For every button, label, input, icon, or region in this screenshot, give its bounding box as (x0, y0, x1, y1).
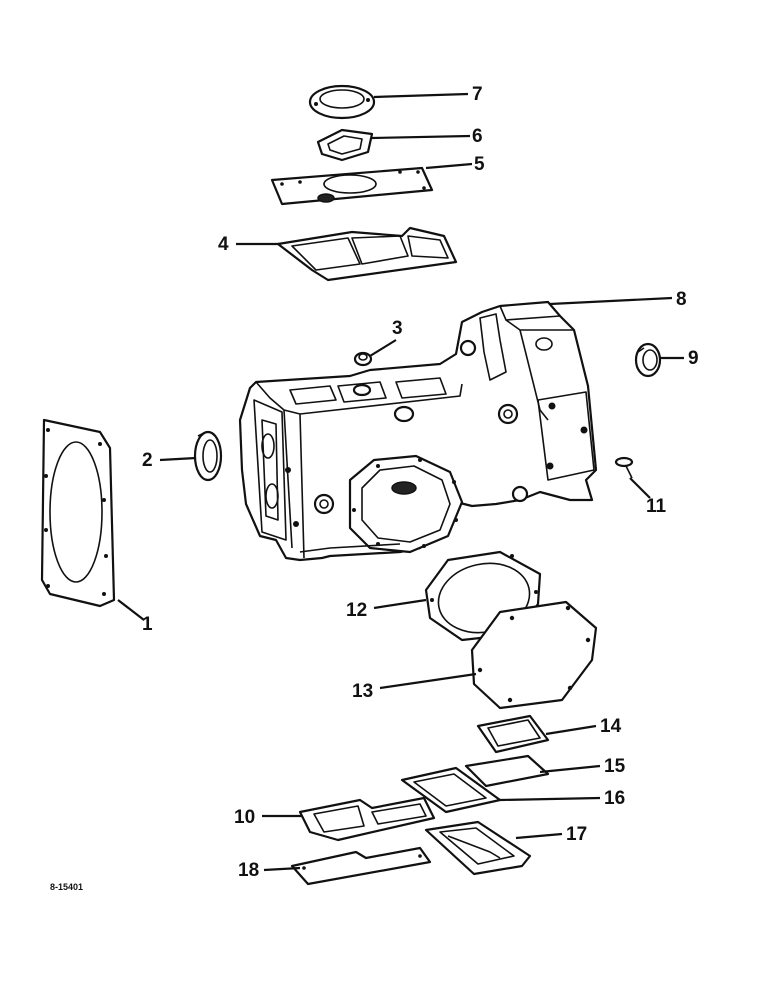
part-10-gasket[interactable] (298, 796, 436, 842)
callout-1: 1 (142, 614, 153, 635)
callout-12: 12 (346, 600, 367, 621)
part-13-cover-plate[interactable] (470, 600, 598, 710)
part-9-seal[interactable] (634, 342, 662, 378)
callout-5: 5 (474, 154, 485, 175)
callout-10: 10 (234, 807, 255, 828)
callout-8: 8 (676, 289, 687, 310)
part-7-cover[interactable] (308, 84, 376, 120)
drawing-reference: 8-15401 (50, 882, 83, 892)
callout-6: 6 (472, 126, 483, 147)
callout-11: 11 (646, 496, 667, 517)
callout-9: 9 (688, 348, 699, 369)
callout-15: 15 (604, 756, 626, 777)
part-15-plate[interactable] (464, 754, 550, 788)
callout-7: 7 (472, 84, 483, 105)
part-5-plate[interactable] (270, 166, 434, 206)
callout-18: 18 (238, 860, 259, 881)
part-3-plug[interactable] (353, 351, 373, 367)
part-4-gasket[interactable] (276, 226, 458, 282)
leader-lines (117, 92, 684, 872)
callout-3: 3 (392, 318, 403, 339)
callout-2: 2 (142, 450, 153, 471)
callout-17: 17 (566, 824, 587, 845)
part-6-gasket[interactable] (316, 128, 374, 162)
part-11-dowel[interactable] (614, 456, 634, 479)
callout-16: 16 (604, 788, 625, 809)
callout-14: 14 (600, 716, 622, 737)
part-14-gasket[interactable] (476, 714, 550, 754)
part-8-transmission-case[interactable] (238, 300, 598, 562)
callout-labels: 1 2 3 4 5 6 7 8 9 10 11 12 13 14 15 16 1… (142, 84, 699, 881)
part-18-plate[interactable] (290, 846, 432, 886)
callout-13: 13 (352, 681, 373, 702)
part-1-gasket[interactable] (40, 418, 116, 608)
part-17-cover[interactable] (424, 820, 532, 876)
callout-4: 4 (218, 234, 229, 255)
part-2-seal[interactable] (193, 430, 223, 482)
